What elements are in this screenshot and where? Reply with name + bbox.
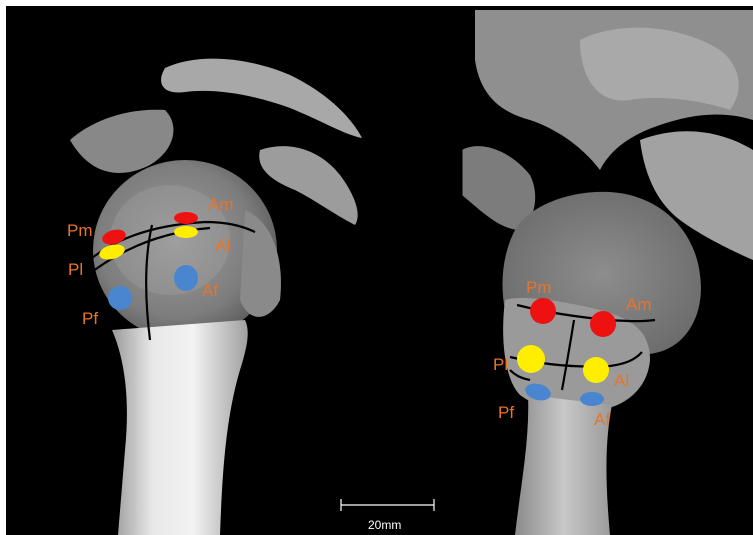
right-label-af: Af	[594, 410, 610, 429]
left-marker-af	[174, 265, 198, 291]
right-marker-pm	[530, 298, 556, 324]
left-marker-pf	[108, 286, 132, 310]
right-label-pm: Pm	[526, 278, 552, 297]
left-marker-am	[174, 212, 198, 224]
right-label-am: Am	[626, 295, 652, 314]
left-label-am: Am	[208, 195, 234, 214]
left-label-al: Al	[215, 236, 230, 255]
left-label-pm: Pm	[67, 221, 93, 240]
left-label-pl: Pl	[68, 260, 83, 279]
right-marker-pl	[517, 345, 545, 373]
right-label-pf: Pf	[498, 403, 514, 422]
right-label-pl: Pl	[493, 355, 508, 374]
scale-bar-label: 20mm	[368, 518, 401, 532]
right-label-al: Al	[614, 371, 629, 390]
left-label-pf: Pf	[82, 309, 98, 328]
right-marker-am	[590, 311, 616, 337]
right-marker-af	[580, 392, 604, 406]
right-marker-al	[583, 357, 609, 383]
left-marker-al	[174, 226, 198, 238]
left-label-af: Af	[202, 281, 218, 300]
